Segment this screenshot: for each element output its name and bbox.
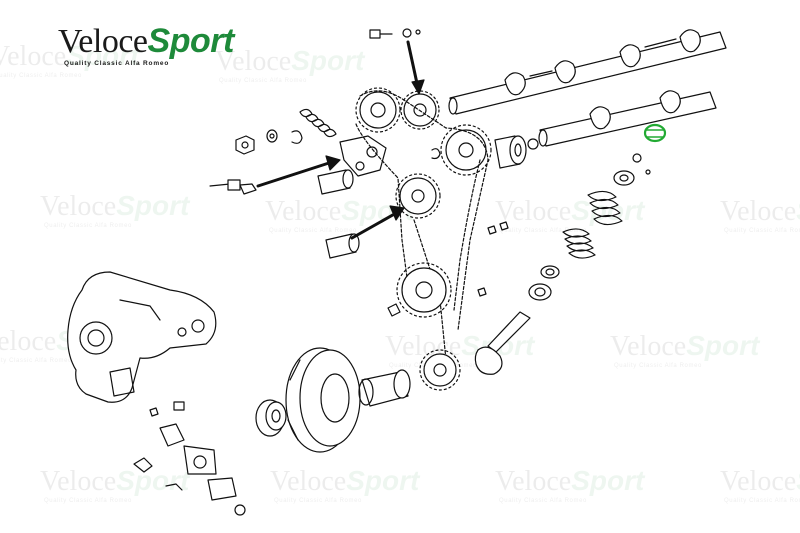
sprocket-intermediate[interactable] — [396, 262, 452, 318]
valve[interactable] — [474, 311, 531, 375]
tensioner-arm[interactable] — [339, 135, 387, 177]
pulley-hub[interactable] — [358, 369, 411, 407]
pulley-nut[interactable] — [255, 399, 287, 437]
washer[interactable] — [266, 129, 278, 143]
circlip[interactable] — [431, 148, 441, 160]
arrow-to-idler — [350, 205, 405, 240]
tensioner-spring[interactable] — [299, 108, 337, 138]
valve-collet-highlight[interactable] — [643, 123, 667, 143]
veloce-sport-logo[interactable]: VeloceSport Quality Classic Alfa Romeo — [58, 22, 248, 74]
logo-tagline: Quality Classic Alfa Romeo — [64, 60, 170, 67]
valve-spring-cap[interactable] — [613, 153, 651, 186]
camshaft-intake[interactable] — [538, 90, 717, 147]
nut[interactable] — [235, 135, 255, 155]
valve-spring-inner[interactable] — [562, 228, 596, 259]
bolt-top[interactable] — [369, 28, 421, 39]
sprocket-crank[interactable] — [419, 349, 461, 391]
arrow-to-tensioner — [256, 155, 341, 188]
timing-chain[interactable] — [355, 90, 489, 361]
cam-bearing[interactable] — [494, 135, 539, 169]
spring-seat-washer[interactable] — [540, 265, 560, 279]
thermostat-fittings[interactable] — [133, 401, 246, 516]
lock-washer[interactable] — [291, 130, 303, 144]
arrow-to-sprocket — [406, 40, 425, 95]
crankshaft-pulley[interactable] — [285, 347, 361, 453]
water-pump-housing[interactable] — [67, 271, 217, 403]
small-bolt[interactable] — [387, 303, 401, 317]
valve-spring-outer[interactable] — [587, 190, 623, 226]
sprocket-cam-right[interactable] — [440, 124, 492, 176]
valve-stem-seal[interactable] — [528, 283, 552, 301]
bushing[interactable] — [317, 169, 354, 195]
chain-links[interactable] — [487, 221, 509, 235]
sprocket-cam-left[interactable] — [355, 87, 401, 133]
bolt-left[interactable] — [209, 179, 257, 195]
logo-wordmark: VeloceSport — [58, 22, 234, 60]
sprocket-idler[interactable] — [395, 173, 441, 219]
camshaft-exhaust[interactable] — [448, 29, 727, 115]
pin[interactable] — [477, 287, 487, 297]
